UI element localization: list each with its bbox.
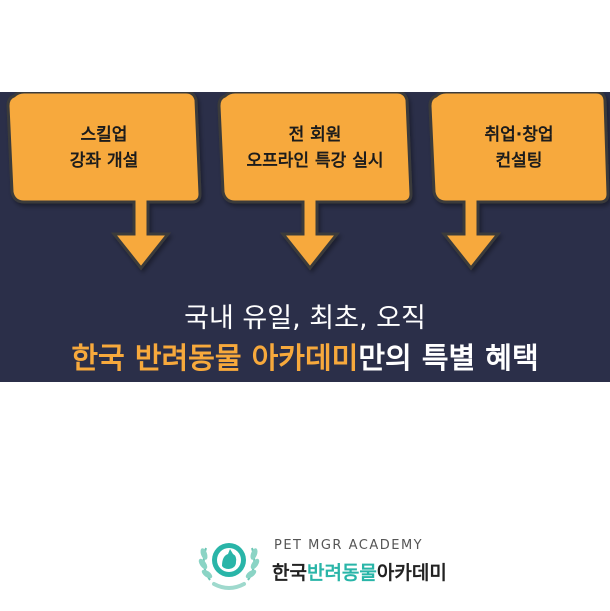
bubble-text-2: 전 회원 오프라인 특강 실시: [220, 122, 410, 174]
logo-korean-part1: 한국: [272, 562, 307, 584]
bubble-2-line1: 전 회원: [288, 125, 342, 145]
speech-bubble-1: [6, 92, 202, 271]
academy-logo: PET MGR ACADEMY 한국반려동물아카데미: [198, 530, 458, 594]
bubble-1-line2: 강좌 개설: [69, 151, 139, 171]
bubble-2-line2: 오프라인 특강 실시: [246, 151, 384, 171]
headline-line-1: 국내 유일, 최초, 오직: [184, 303, 426, 334]
pet-academy-emblem-icon: [198, 543, 260, 590]
bubble-1-line1: 스킬업: [80, 125, 128, 145]
bubble-3-line1: 취업·창업: [484, 125, 554, 145]
headline-academy-name: 한국 반려동물 아카데미: [71, 341, 359, 375]
headline-benefit-text: 만의 특별 혜택: [358, 341, 539, 375]
logo-english-name: PET MGR ACADEMY: [274, 538, 424, 553]
speech-bubble-3: [428, 92, 610, 271]
headline-line-2: 한국 반려동물 아카데미만의 특별 혜택: [0, 335, 610, 377]
speech-bubbles: [6, 92, 610, 271]
benefits-banner: 스킬업 강좌 개설 전 회원 오프라인 특강 실시 취업·창업 컨설팅 국내 유…: [0, 92, 610, 382]
speech-bubble-2: [217, 92, 413, 271]
bubble-3-line2: 컨설팅: [495, 151, 543, 171]
bubble-text-1: 스킬업 강좌 개설: [9, 122, 199, 174]
logo-korean-part3: 아카데미: [376, 562, 447, 584]
logo-korean-name: 한국반려동물아카데미: [272, 558, 447, 585]
bubble-text-3: 취업·창업 컨설팅: [424, 122, 610, 174]
logo-korean-part2: 반려동물: [306, 562, 377, 584]
